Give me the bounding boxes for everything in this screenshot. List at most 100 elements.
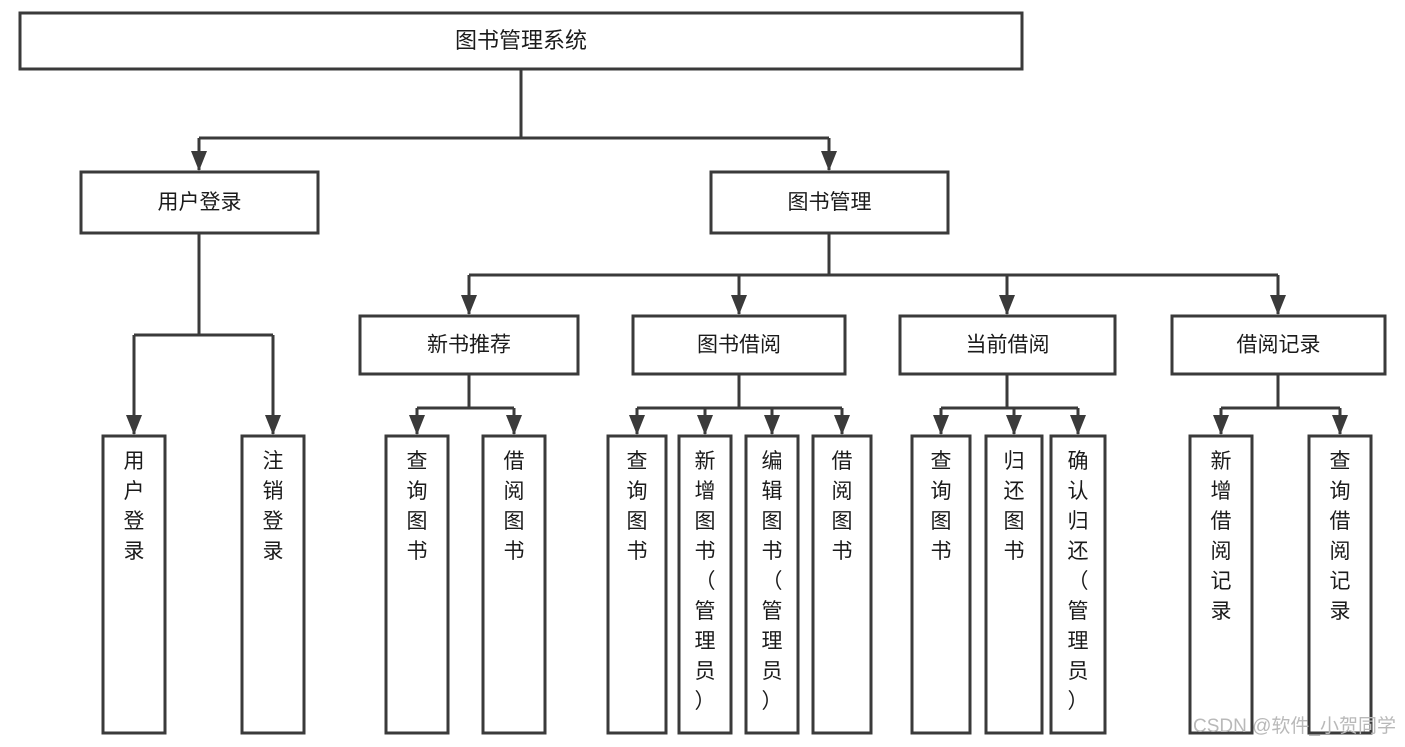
label-char: 录 — [1330, 600, 1351, 623]
node-box-leaf-query-book-1[interactable] — [384, 434, 450, 735]
node-layer: 图书管理系统用户登录图书管理新书推荐图书借阅当前借阅借阅记录用户登录注销登录查询… — [18, 11, 1387, 735]
label-char: 询 — [407, 480, 428, 503]
node-box-leaf-edit-book[interactable] — [744, 434, 800, 735]
label-char: 书 — [627, 540, 648, 563]
label-char: 录 — [263, 540, 284, 563]
node-box-current-borrow[interactable] — [898, 314, 1117, 376]
label-char: 阅 — [504, 480, 525, 503]
node-box-leaf-logout[interactable] — [240, 434, 306, 735]
node-label-new-book-recommend: 新书推荐 — [427, 334, 511, 357]
node-label-leaf-query-record: 查询借阅记录 — [1330, 450, 1351, 623]
node-new-book-recommend[interactable]: 新书推荐 — [358, 314, 580, 376]
node-label-leaf-user-login: 用户登录 — [124, 450, 145, 563]
arrow-head-icon — [933, 415, 949, 435]
node-leaf-logout[interactable]: 注销登录 — [240, 434, 306, 735]
node-box-leaf-query-book-3[interactable] — [910, 434, 972, 735]
label-char: ） — [1068, 690, 1089, 713]
node-box-new-book-recommend[interactable] — [358, 314, 580, 376]
label-char: 编 — [762, 450, 783, 473]
label-char: 注 — [263, 450, 284, 473]
node-label-leaf-return-book: 归还图书 — [1004, 450, 1025, 563]
node-box-book-manage[interactable] — [709, 170, 950, 235]
node-label-leaf-logout: 注销登录 — [263, 450, 284, 563]
label-char: 借 — [1211, 510, 1232, 533]
label-char: 图 — [407, 510, 428, 533]
node-box-user-login[interactable] — [79, 170, 320, 235]
node-box-leaf-query-book-2[interactable] — [606, 434, 668, 735]
csdn-watermark: CSDN @软件_小贺同学 — [1193, 715, 1396, 737]
node-leaf-query-record[interactable]: 查询借阅记录 — [1307, 434, 1373, 735]
node-leaf-borrow-book-1[interactable]: 借阅图书 — [481, 434, 547, 735]
label-char: 还 — [1004, 480, 1025, 503]
label-char: （ — [695, 570, 716, 593]
node-leaf-add-book[interactable]: 新增图书（管理员） — [677, 434, 733, 735]
node-leaf-query-book-2[interactable]: 查询图书 — [606, 434, 668, 735]
node-leaf-add-record[interactable]: 新增借阅记录 — [1188, 434, 1254, 735]
node-leaf-user-login[interactable]: 用户登录 — [101, 434, 167, 735]
label-char: 书 — [695, 540, 716, 563]
label-char: 增 — [695, 480, 716, 503]
label-char: 登 — [263, 510, 284, 533]
arrow-head-icon — [834, 415, 850, 435]
node-box-leaf-add-book[interactable] — [677, 434, 733, 735]
label-char: 查 — [407, 450, 428, 473]
label-char: 图 — [695, 510, 716, 533]
node-label-leaf-borrow-book-1: 借阅图书 — [504, 450, 525, 563]
label-char: 书 — [931, 540, 952, 563]
node-user-login[interactable]: 用户登录 — [79, 170, 320, 235]
node-leaf-return-book[interactable]: 归还图书 — [984, 434, 1044, 735]
node-leaf-borrow-book-2[interactable]: 借阅图书 — [811, 434, 873, 735]
label-char: 图 — [1004, 510, 1025, 533]
label-char: 阅 — [1211, 540, 1232, 563]
label-char: 借 — [1330, 510, 1351, 533]
label-char: 书 — [762, 540, 783, 563]
node-label-leaf-add-record: 新增借阅记录 — [1211, 450, 1232, 623]
node-box-leaf-borrow-book-1[interactable] — [481, 434, 547, 735]
node-label-leaf-query-book-1: 查询图书 — [407, 450, 428, 563]
label-char: 用 — [124, 450, 145, 473]
node-book-manage[interactable]: 图书管理 — [709, 170, 950, 235]
label-char: 借 — [832, 450, 853, 473]
label-char: 录 — [1211, 600, 1232, 623]
node-box-borrow-record[interactable] — [1170, 314, 1387, 376]
label-char: 还 — [1068, 540, 1089, 563]
node-box-book-borrow[interactable] — [631, 314, 847, 376]
node-book-borrow[interactable]: 图书借阅 — [631, 314, 847, 376]
node-borrow-record[interactable]: 借阅记录 — [1170, 314, 1387, 376]
label-char: 归 — [1004, 450, 1025, 473]
label-char: 登 — [124, 510, 145, 533]
label-char: 询 — [931, 480, 952, 503]
label-char: 新 — [1211, 450, 1232, 473]
node-box-leaf-add-record[interactable] — [1188, 434, 1254, 735]
node-leaf-query-book-3[interactable]: 查询图书 — [910, 434, 972, 735]
arrow-head-icon — [1070, 415, 1086, 435]
node-box-leaf-return-book[interactable] — [984, 434, 1044, 735]
node-label-book-manage: 图书管理 — [788, 191, 872, 214]
label-char: 户 — [124, 480, 145, 503]
node-box-leaf-user-login[interactable] — [101, 434, 167, 735]
label-char: 书 — [1004, 540, 1025, 563]
node-label-current-borrow: 当前借阅 — [966, 334, 1050, 357]
node-leaf-edit-book[interactable]: 编辑图书（管理员） — [744, 434, 800, 735]
connector-layer — [126, 69, 1348, 435]
arrow-head-icon — [461, 295, 477, 315]
node-current-borrow[interactable]: 当前借阅 — [898, 314, 1117, 376]
node-box-leaf-borrow-book-2[interactable] — [811, 434, 873, 735]
arrow-head-icon — [1213, 415, 1229, 435]
arrow-head-icon — [999, 295, 1015, 315]
arrow-head-icon — [764, 415, 780, 435]
node-leaf-confirm-return[interactable]: 确认归还（管理员） — [1049, 434, 1107, 735]
node-leaf-query-book-1[interactable]: 查询图书 — [384, 434, 450, 735]
node-root[interactable]: 图书管理系统 — [18, 11, 1024, 71]
label-char: 阅 — [1330, 540, 1351, 563]
node-label-leaf-add-book: 新增图书（管理员） — [695, 450, 716, 713]
node-box-leaf-confirm-return[interactable] — [1049, 434, 1107, 735]
label-char: 查 — [1330, 450, 1351, 473]
label-char: 管 — [1068, 600, 1089, 623]
node-box-root[interactable] — [18, 11, 1024, 71]
node-box-leaf-query-record[interactable] — [1307, 434, 1373, 735]
arrow-head-icon — [506, 415, 522, 435]
label-char: 查 — [931, 450, 952, 473]
